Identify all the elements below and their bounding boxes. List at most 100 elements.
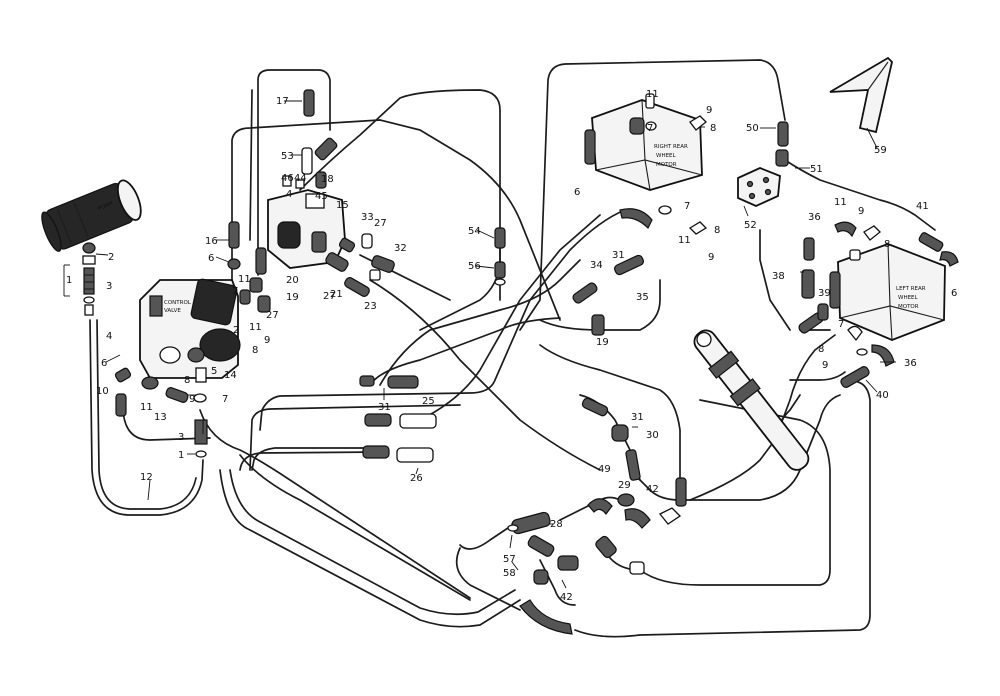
mounting-bracket — [829, 56, 893, 134]
callout-42a: 42 — [646, 484, 659, 495]
callout-41: 41 — [916, 201, 929, 212]
callout-9d: 9 — [708, 252, 714, 263]
callout-51: 51 — [810, 164, 823, 175]
callout-12: 12 — [140, 472, 153, 483]
secondary-valve-manifold — [229, 89, 395, 297]
left-motor-plate-line1: RIGHT REAR — [654, 144, 688, 150]
callout-31c: 31 — [631, 412, 644, 423]
callout-38: 38 — [772, 271, 785, 282]
hose-12 — [89, 319, 204, 516]
callout-52: 52 — [744, 220, 757, 231]
callout-30: 30 — [646, 430, 659, 441]
mounting-block — [737, 167, 781, 207]
right-motor-plate-line3: MOTOR — [898, 304, 919, 310]
callout-58: 58 — [503, 568, 516, 579]
leader-lines — [95, 100, 896, 589]
callout-8a: 8 — [252, 345, 258, 356]
callout-7c: 7 — [647, 123, 653, 134]
control-valve-block: CONTROL VALVE — [114, 278, 241, 458]
callout-9e: 9 — [858, 206, 864, 217]
callout-7e: 7 — [838, 319, 844, 330]
callout-11b: 11 — [249, 322, 262, 333]
valve-label-line1: CONTROL — [164, 300, 192, 306]
callout-7b: 7 — [222, 394, 228, 405]
callout-59: 59 — [874, 145, 887, 156]
callout-3a: 3 — [106, 281, 112, 292]
callout-19b: 19 — [596, 337, 609, 348]
callout-5: 5 — [211, 366, 217, 377]
callout-54: 54 — [468, 226, 481, 237]
callout-numbers: 17 53 46 44 18 45 4 15 33 27 16 6 11 7 2… — [66, 89, 957, 603]
callout-4b: 4 — [106, 331, 112, 342]
callout-4: 4 — [286, 189, 292, 200]
callout-26: 26 — [410, 473, 423, 484]
hose-mid-loop — [259, 209, 626, 431]
callout-34: 34 — [590, 260, 603, 271]
callout-7d: 7 — [684, 201, 690, 212]
callout-13: 13 — [154, 412, 167, 423]
callout-10: 10 — [96, 386, 109, 397]
right-rear-wheel-motor: RIGHT REAR WHEEL MOTOR — [584, 93, 708, 235]
left-rear-wheel-motor: LEFT REAR WHEEL MOTOR — [829, 221, 959, 356]
callout-8f: 8 — [818, 344, 824, 355]
callout-31a: 31 — [378, 402, 391, 413]
callout-11c: 11 — [140, 402, 153, 413]
valve-label-line2: VALVE — [164, 308, 181, 314]
callout-2a: 2 — [233, 325, 239, 336]
callout-23: 23 — [364, 301, 377, 312]
callout-27a: 27 — [374, 218, 387, 229]
callout-32: 32 — [394, 243, 407, 254]
hose-lines — [89, 59, 936, 638]
callout-6c: 6 — [574, 187, 580, 198]
callout-14: 14 — [224, 370, 237, 381]
right-motor-plate-line1: LEFT REAR — [896, 286, 926, 292]
callout-36a: 36 — [808, 212, 821, 223]
callout-36b: 36 — [904, 358, 917, 369]
callout-57: 57 — [503, 554, 516, 565]
callout-27c: 27 — [266, 310, 279, 321]
callout-8c: 8 — [710, 123, 716, 134]
callout-2b: 2 — [108, 252, 114, 263]
callout-1a: 1 — [66, 275, 72, 286]
hydraulic-cylinder — [693, 329, 810, 471]
electric-pump-motor: PUMP — [41, 179, 142, 252]
callout-25: 25 — [422, 396, 435, 407]
callout-9a: 9 — [264, 335, 270, 346]
callout-45: 45 — [315, 191, 328, 202]
suction-fitting-stack — [63, 242, 96, 316]
callout-21: 21 — [330, 289, 343, 300]
callout-3b: 3 — [178, 432, 184, 443]
callout-8e: 8 — [884, 239, 890, 250]
callout-44: 44 — [294, 173, 307, 184]
callout-15: 15 — [336, 200, 349, 211]
callout-39: 39 — [818, 288, 831, 299]
callout-28: 28 — [550, 519, 563, 530]
callout-29: 29 — [618, 480, 631, 491]
callout-20: 20 — [286, 275, 299, 286]
hose-top-arc — [519, 59, 786, 331]
callout-6b: 6 — [101, 358, 107, 369]
callout-42b: 42 — [560, 592, 573, 603]
hose-17-loop — [257, 69, 331, 276]
callout-35: 35 — [636, 292, 649, 303]
left-motor-plate-line2: WHEEL — [656, 153, 677, 159]
callout-9b: 9 — [189, 394, 195, 405]
callout-53: 53 — [281, 151, 294, 162]
callout-17: 17 — [276, 96, 289, 107]
callout-6d: 6 — [951, 288, 957, 299]
callout-18: 18 — [321, 174, 334, 185]
callout-8d: 8 — [714, 225, 720, 236]
callout-11e: 11 — [678, 235, 691, 246]
callout-11a: 11 — [238, 274, 251, 285]
left-motor-plate-line3: MOTOR — [656, 162, 677, 168]
callout-19a: 19 — [286, 292, 299, 303]
callout-56: 56 — [468, 261, 481, 272]
route-fittings — [227, 121, 895, 635]
callout-7a: 7 — [232, 286, 238, 297]
callout-9f: 9 — [822, 360, 828, 371]
callout-6a: 6 — [208, 253, 214, 264]
hose-lower-perimeter — [219, 469, 521, 628]
callout-11d: 11 — [646, 89, 659, 100]
callout-49: 49 — [598, 464, 611, 475]
